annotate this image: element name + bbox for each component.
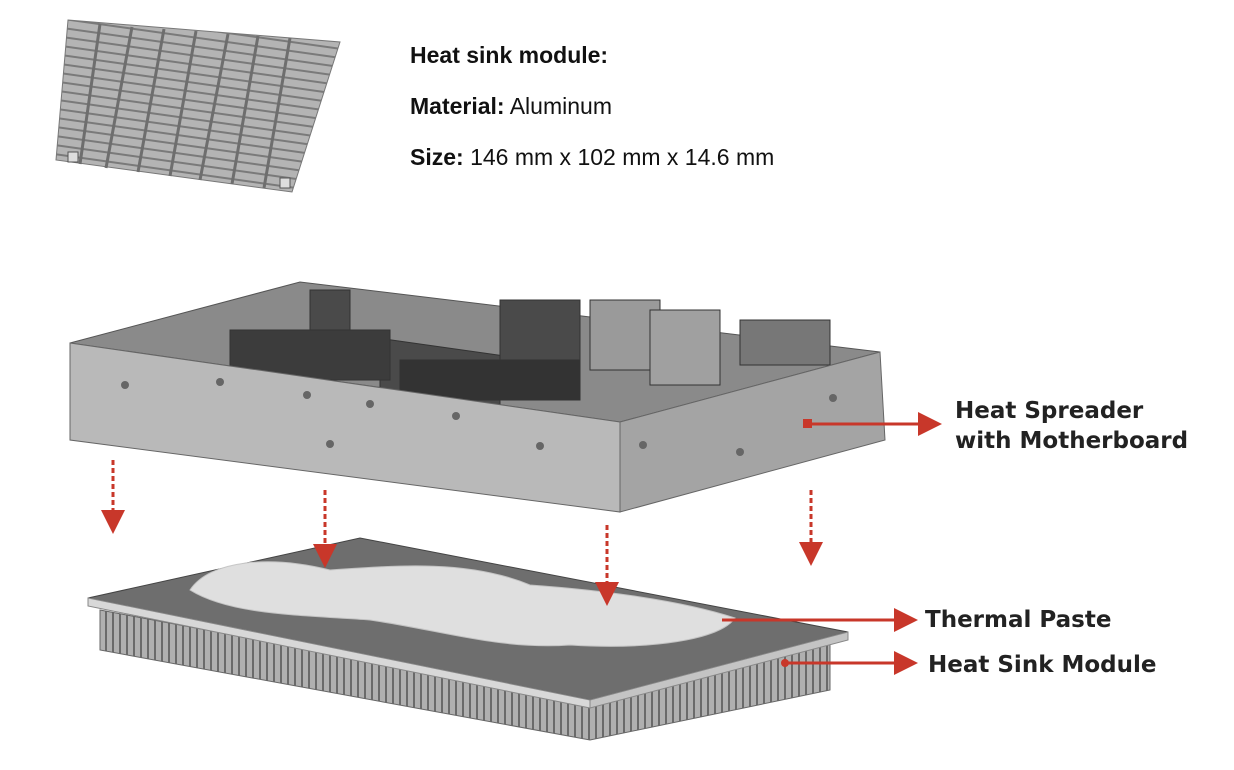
heat-sink-thumbnail: [55, 19, 341, 193]
spec-title: Heat sink module:: [410, 42, 609, 68]
heat-sink-module: [87, 537, 849, 741]
callout-arrows: [101, 412, 942, 675]
label-thermal-paste: Thermal Paste: [925, 607, 1112, 633]
spec-size: Size: 146 mm x 102 mm x 14.6 mm: [410, 144, 775, 170]
label-heat-spreader: Heat Spreader with Motherboard: [955, 398, 1189, 454]
heat-spreader: [69, 281, 886, 513]
spec-material: Material: Aluminum: [410, 93, 612, 119]
label-heat-sink-module: Heat Sink Module: [928, 652, 1157, 678]
thermal-paste: [189, 561, 736, 647]
